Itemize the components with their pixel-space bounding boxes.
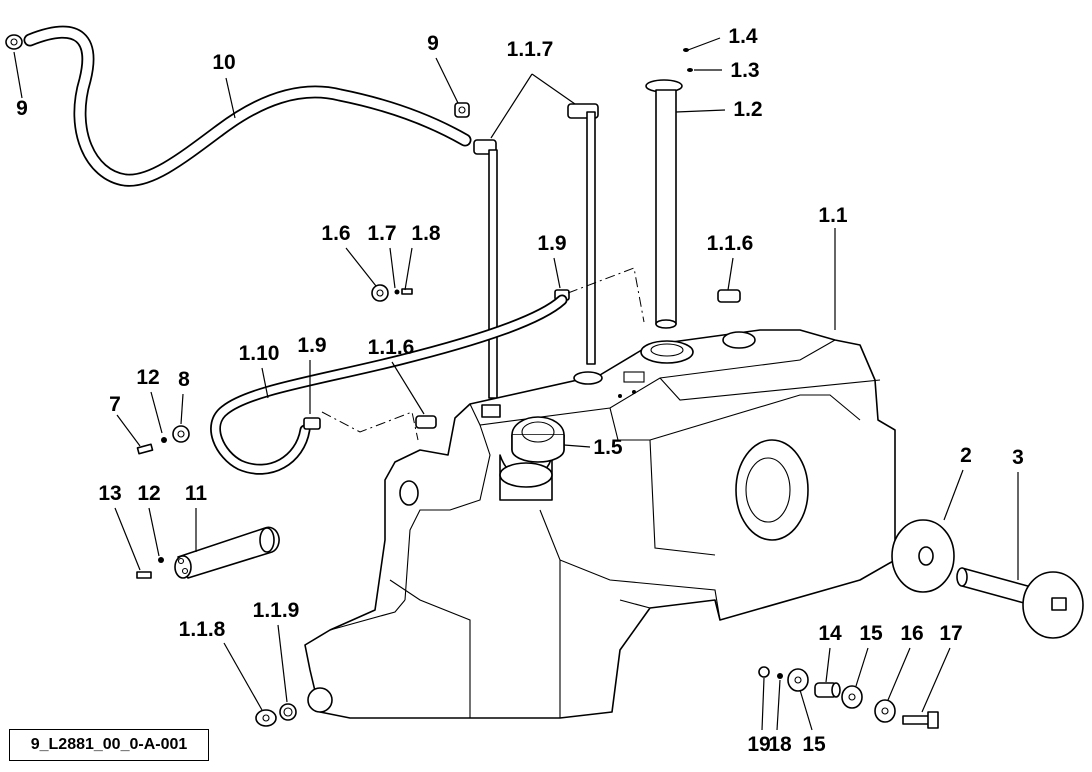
nut-19 xyxy=(758,666,770,678)
fuel-tank-1-1 xyxy=(304,329,896,719)
vent-tube-1-1-7-left xyxy=(473,139,498,399)
fuel-level-sender-1-2 xyxy=(645,79,683,329)
washer-18 xyxy=(777,673,783,679)
callout-15-bottom: 15 xyxy=(802,733,826,756)
fitting-1-1-6-top xyxy=(717,289,741,303)
callout-10: 10 xyxy=(212,51,235,74)
callout-1-1: 1.1 xyxy=(818,204,848,227)
callout-14: 14 xyxy=(818,622,842,645)
callout-1-1-8: 1.1.8 xyxy=(179,618,226,641)
alignment-line-2 xyxy=(321,411,419,441)
clamp-9-left xyxy=(5,34,23,50)
callout-16: 16 xyxy=(900,622,923,645)
hose-1-10 xyxy=(210,294,568,475)
pad-2 xyxy=(891,519,955,593)
washer-15-right xyxy=(841,685,863,709)
callout-19: 19 xyxy=(747,733,770,756)
callout-3: 3 xyxy=(1012,446,1024,469)
callout-15-top: 15 xyxy=(859,622,883,645)
fitting-1-1-6-bottom xyxy=(415,415,437,429)
callout-9-top: 9 xyxy=(427,32,439,55)
callout-1-9-top: 1.9 xyxy=(537,232,566,255)
callout-18: 18 xyxy=(768,733,792,756)
clamp-9-top xyxy=(454,102,470,118)
callout-1-1-9: 1.1.9 xyxy=(253,599,300,622)
clamp-1-6 xyxy=(371,284,389,302)
callout-8: 8 xyxy=(178,368,190,391)
callout-1-6: 1.6 xyxy=(321,222,350,245)
callout-1-9-bottom: 1.9 xyxy=(297,334,326,357)
washer-16 xyxy=(874,699,896,723)
gasket-1-3 xyxy=(687,68,693,72)
screw-13 xyxy=(136,571,152,579)
callout-1-1-6-bottom: 1.1.6 xyxy=(368,336,415,359)
fitting-1-9-bottom xyxy=(303,417,321,430)
washer-12-top xyxy=(161,437,167,443)
vent-tube-1-1-7-right xyxy=(567,103,599,365)
callout-11: 11 xyxy=(185,482,208,505)
callout-1-4: 1.4 xyxy=(728,25,758,48)
callout-1-7: 1.7 xyxy=(367,222,396,245)
bolt-17 xyxy=(902,711,939,729)
callout-7: 7 xyxy=(109,393,121,416)
callout-1-5: 1.5 xyxy=(593,436,623,459)
filler-cap-1-5 xyxy=(499,416,565,501)
callout-1-8: 1.8 xyxy=(411,222,441,245)
washer-15-left xyxy=(787,668,809,692)
clamp-8 xyxy=(172,425,190,443)
callout-13: 13 xyxy=(98,482,121,505)
callout-2: 2 xyxy=(960,444,972,467)
callout-9-left: 9 xyxy=(16,97,28,120)
spacer-14 xyxy=(814,682,841,698)
washer-1-7 xyxy=(394,289,400,295)
callout-17: 17 xyxy=(939,622,962,645)
callout-1-3: 1.3 xyxy=(730,59,759,82)
callout-12-bottom: 12 xyxy=(137,482,160,505)
bracket-tube-11 xyxy=(174,526,280,579)
callout-1-1-6-top: 1.1.6 xyxy=(707,232,754,255)
mount-pin-3 xyxy=(956,567,1084,639)
callout-labels: 9 10 9 1.1.7 1.4 1.3 1.2 1.1 1.6 1.7 1.8… xyxy=(16,25,1024,756)
leader-lines xyxy=(13,37,1019,731)
gasket-1-4 xyxy=(683,48,689,52)
callout-1-2: 1.2 xyxy=(733,98,762,121)
callout-1-10: 1.10 xyxy=(239,342,280,365)
screw-7 xyxy=(136,443,154,455)
hose-10 xyxy=(23,25,472,187)
seal-1-1-9 xyxy=(279,703,297,721)
screw-1-8 xyxy=(401,288,413,295)
alignment-line-1 xyxy=(567,267,645,323)
drain-plug-1-1-8 xyxy=(255,709,277,727)
callout-12-top: 12 xyxy=(136,366,159,389)
washer-12-bottom xyxy=(158,557,164,563)
callout-1-1-7: 1.1.7 xyxy=(507,38,554,61)
drawing-reference-label: 9_L2881_00_0-A-001 xyxy=(9,729,209,761)
